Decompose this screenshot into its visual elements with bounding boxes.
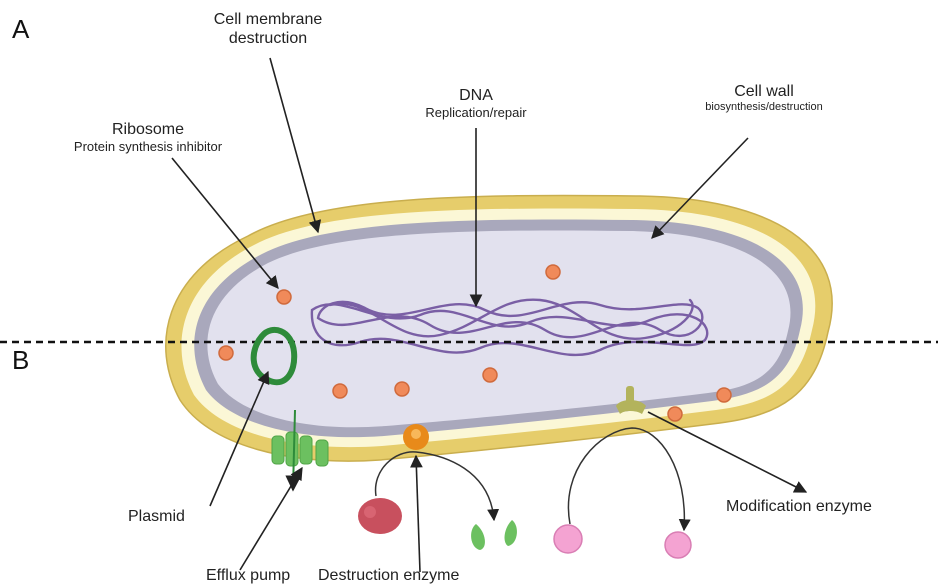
label-ribosome-line2: Protein synthesis inhibitor	[58, 139, 238, 155]
label-dna-line1: DNA	[400, 86, 552, 105]
label-modification-enzyme: Modification enzyme	[726, 497, 872, 516]
ribosome	[668, 407, 682, 421]
ribosome	[219, 346, 233, 360]
label-plasmid: Plasmid	[128, 507, 185, 526]
label-dna-line2: Replication/repair	[400, 105, 552, 121]
antibiotic-red	[358, 498, 402, 534]
ribosome	[395, 382, 409, 396]
ribosome	[717, 388, 731, 402]
panel-label-b: B	[12, 345, 29, 376]
label-cell-membrane-line2: destruction	[188, 29, 348, 48]
label-efflux-pump: Efflux pump	[206, 566, 290, 585]
panel-label-a: A	[12, 14, 29, 45]
ribosome	[333, 384, 347, 398]
label-destruction-enzyme: Destruction enzyme	[318, 566, 459, 585]
antibiotic-pink	[554, 525, 691, 558]
label-ribosome: Ribosome Protein synthesis inhibitor	[58, 120, 238, 155]
ribosome	[277, 290, 291, 304]
antibiotic-split-green	[471, 520, 517, 550]
label-cell-membrane-line1: Cell membrane	[188, 10, 348, 29]
destruction-enzyme	[403, 424, 429, 450]
ribosome	[546, 265, 560, 279]
label-dna: DNA Replication/repair	[400, 86, 552, 121]
ribosome	[483, 368, 497, 382]
label-cell-wall-line2: biosynthesis/destruction	[680, 101, 848, 114]
label-cell-wall-line1: Cell wall	[680, 82, 848, 101]
label-ribosome-line1: Ribosome	[58, 120, 238, 139]
label-cell-wall: Cell wall biosynthesis/destruction	[680, 82, 848, 114]
label-cell-membrane: Cell membrane destruction	[188, 10, 348, 48]
